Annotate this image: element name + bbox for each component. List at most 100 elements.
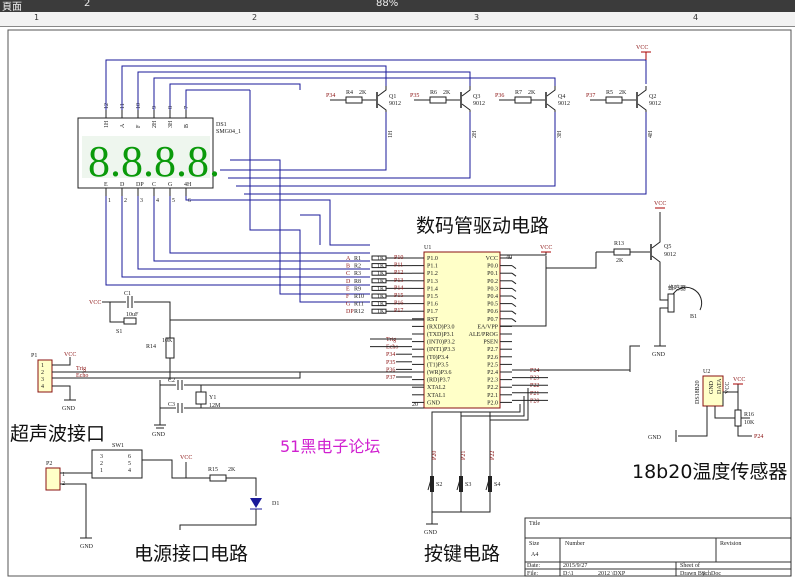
seg-name: F [346, 294, 350, 300]
driver-digit: 3H [557, 130, 563, 138]
mcu-left-pin: P1.0 [427, 256, 438, 262]
key-net: P20 [432, 451, 438, 460]
r14-val: 10K [162, 338, 173, 344]
display-bottom-label: E [104, 182, 108, 188]
key-body [488, 476, 492, 492]
seg-res-ref: R12 [354, 309, 364, 315]
mcu-port-bus-entry [511, 310, 517, 315]
title-temp-sensor: 18b20温度传感器 [632, 461, 787, 483]
ds-pin: GND [709, 380, 715, 394]
tb-size-val: A4 [531, 552, 538, 558]
driver-res-val: 2K [619, 90, 627, 96]
p3-net: Trig [386, 337, 396, 343]
buzzer-circuit: R13 2K VCC Q5 9012 蜂鸣器 B1 GND [546, 201, 703, 358]
mcu-right-pin: P0.2 [487, 279, 498, 285]
display-bottom-pin: 6 [188, 198, 191, 204]
p2-net: P22 [530, 383, 539, 389]
display-top-pin: 9 [152, 106, 158, 109]
ds-vcc: VCC [733, 377, 745, 383]
tb-number: Number [565, 541, 585, 547]
p3-net: P34 [386, 352, 395, 358]
driver-res-val: 2K [443, 90, 451, 96]
mcu-left-pin: GND [427, 400, 441, 406]
power-connector-p2: P2 1 2 GND [45, 461, 94, 550]
sw1-vcc: VCC [180, 455, 192, 461]
key-body [459, 476, 463, 492]
display-top-pin: 7 [184, 106, 190, 109]
display-bottom-pin: 4 [156, 198, 159, 204]
y1-val: 12M [209, 403, 221, 409]
vcc-label: VCC [636, 45, 648, 51]
display-top-label: 1H [104, 120, 110, 128]
p1-pin: 2 [41, 370, 44, 376]
seg-res-ref: R2 [354, 264, 361, 270]
mcu-vcc-label: VCC [540, 245, 552, 251]
p2-gnd: GND [80, 544, 94, 550]
driver-digit: 4H [648, 130, 654, 138]
seg-net: P10 [394, 255, 403, 261]
sw1-pin: 4 [128, 468, 131, 474]
ruler-mark: 1 [34, 13, 40, 22]
page-number[interactable]: 2 [84, 0, 91, 9]
tb-path: 2012 \DXP [598, 571, 626, 577]
mcu-left-pin: (RXD)P3.0 [427, 323, 455, 330]
mcu-left-pin: P1.1 [427, 264, 438, 270]
display-top-pin: 10 [136, 103, 142, 109]
driver-transistor-emitter [637, 86, 647, 97]
p1-pin: 3 [41, 377, 44, 383]
sw1-pin: 5 [128, 461, 131, 467]
ds-net: P24 [754, 434, 763, 440]
mcu-right-pin: P2.7 [487, 347, 498, 353]
tb-file-val: D:\1 [563, 571, 574, 577]
mcu-port-bus-entry [511, 295, 517, 300]
display-top-label: 3H [168, 120, 174, 128]
r16-val: 10K [744, 420, 755, 426]
mcu-right-pin: EA/VPP [477, 324, 498, 330]
mcu-port-bus-entry [511, 280, 517, 285]
r15-val: 2K [228, 467, 236, 473]
mcu-right-pin: PSEN [483, 340, 498, 346]
s1-ref: S1 [116, 329, 122, 335]
u2-part: DS18B20 [695, 380, 701, 404]
zoom-select[interactable]: 88% [376, 0, 399, 9]
mcu-left-pin: (WR)P3.6 [427, 369, 452, 376]
key-net: P22 [490, 451, 496, 460]
mcu-right-pin: P2.6 [487, 355, 498, 361]
seg-res-ref: R1 [354, 256, 361, 262]
driver-transistor-collector [461, 103, 471, 112]
driver-res-ref: R5 [606, 90, 613, 96]
mcu-u1: U1 P1.0P1.1P1.2P1.3P1.4P1.5P1.6P1.7RST(R… [412, 245, 517, 409]
mcu-right-pin: P0.4 [487, 294, 498, 300]
seg-name: B [346, 264, 350, 270]
seg-net: P15 [394, 293, 403, 299]
p2-ref: P2 [46, 461, 52, 467]
driver-res-val: 2K [528, 90, 536, 96]
mcu-pin20: 20 [412, 402, 418, 408]
p1-ref: P1 [31, 353, 37, 359]
driver-resistor [605, 96, 623, 104]
key-body [430, 476, 434, 492]
driver-q-ref: Q4 [558, 94, 565, 100]
display-bottom-pin: 3 [140, 198, 143, 204]
mcu-port-bus-entry [511, 272, 517, 277]
mcu-right-pin: VCC [486, 256, 498, 262]
seg-res-val: 1K [377, 294, 385, 300]
display-bottom-pin: 1 [108, 198, 111, 204]
mcu-right-pin: P0.0 [487, 264, 498, 270]
sw1-pin: 3 [100, 454, 103, 460]
buzzer-label: 蜂鸣器 [668, 284, 686, 292]
driver-q-ref: Q3 [473, 94, 480, 100]
display-top-label: F [136, 124, 142, 128]
ds-pin: VCC [725, 382, 731, 394]
driver-resistor [514, 96, 532, 104]
mcu-port-bus-entry [511, 318, 517, 323]
seg-name: A [346, 256, 351, 262]
title-keys: 按键电路 [424, 543, 500, 565]
seg-net: P11 [394, 263, 403, 269]
r13-val: 2K [616, 258, 624, 264]
